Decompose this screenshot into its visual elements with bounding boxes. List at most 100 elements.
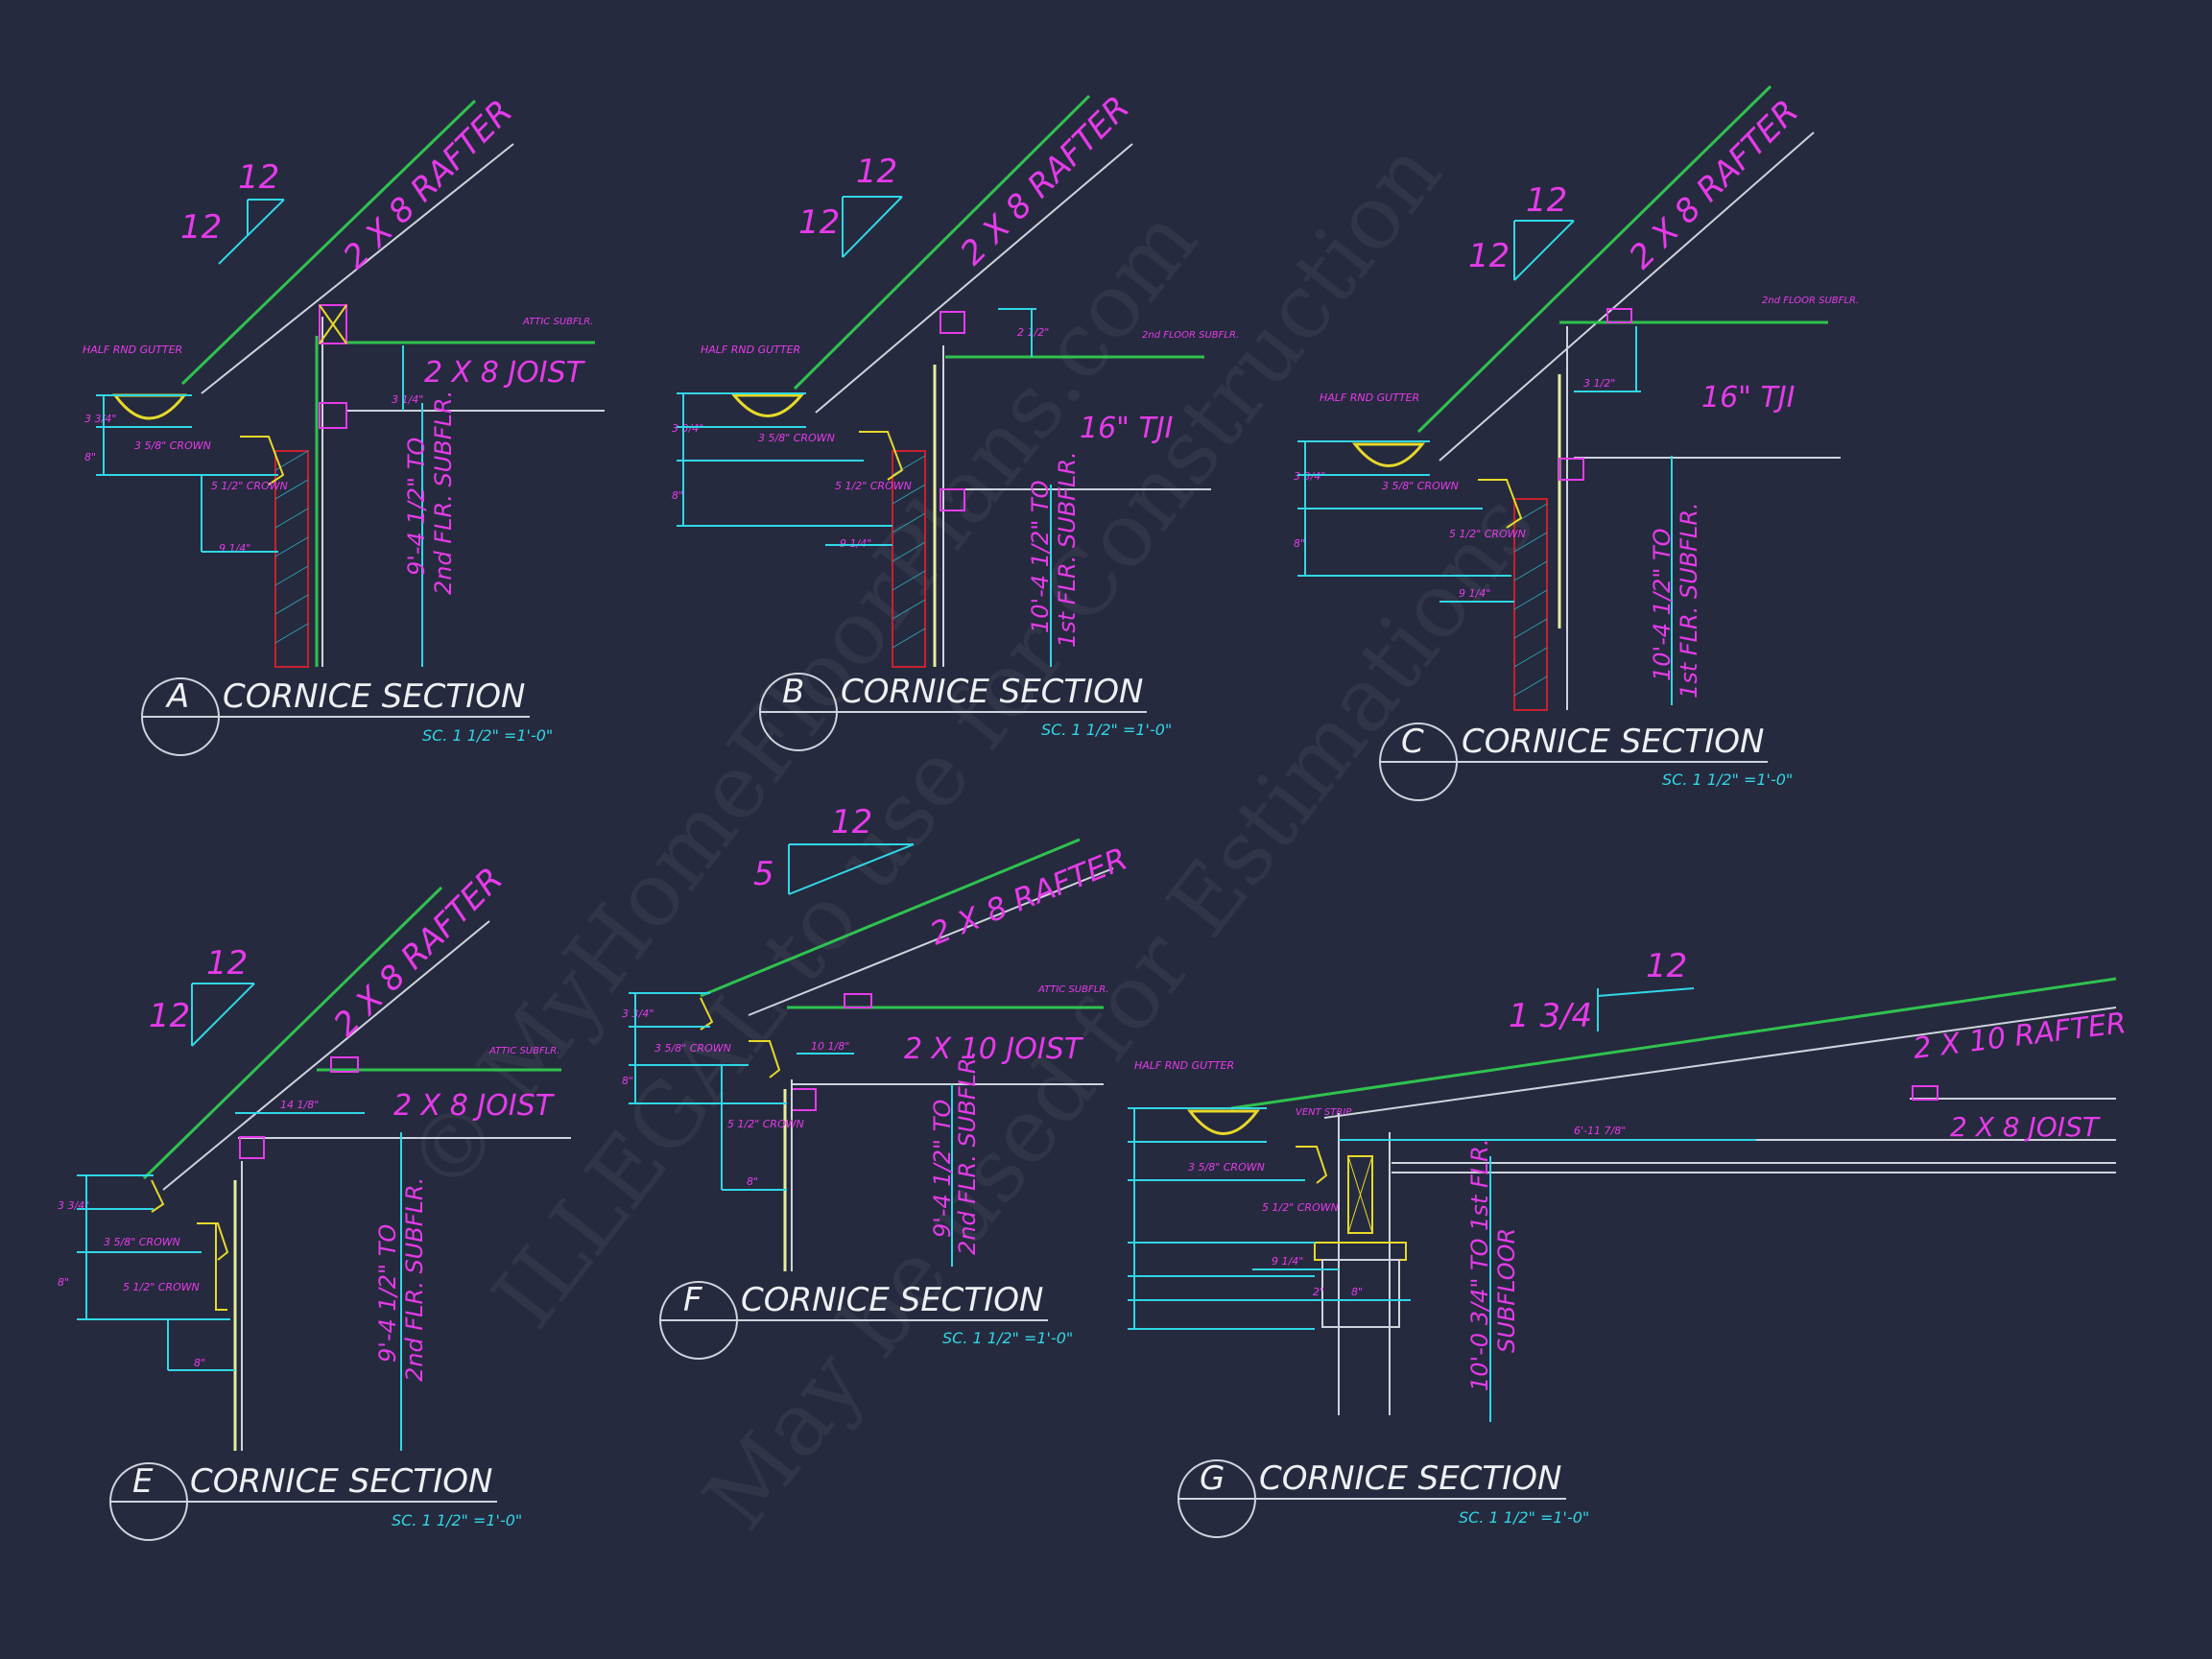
dimension-lines: [96, 345, 404, 553]
dim-c: 8": [84, 451, 96, 463]
pitch-triangle: [788, 843, 915, 895]
section-title: CORNICE SECTION: [841, 673, 1143, 711]
section-title: CORNICE SECTION: [223, 677, 525, 716]
crown-molding-2: [197, 1222, 229, 1261]
height-label-2: SUBFLOOR: [1493, 1228, 1520, 1353]
section-scale: SC. 1 1/2" =1'-0": [422, 726, 553, 745]
joist-label: 2 X 8 JOIST: [424, 356, 586, 390]
dim-d: 3 3/4": [1294, 470, 1325, 483]
section-g: 12 1 3/4 2 X 10 RAFTER 2 X 8 JOIST HALF …: [1128, 947, 2128, 1538]
crown1-label: 3 5/8" CROWN: [654, 1042, 731, 1055]
height-label: 10'-4 1/2" TO: [1027, 480, 1054, 633]
pitch-triangle: [842, 196, 903, 258]
rafter-underside: [815, 143, 1133, 414]
section-letter: C: [1401, 723, 1424, 761]
pitch-rise: 5: [753, 855, 774, 893]
section-letter: A: [165, 677, 189, 716]
height-label-2: 2nd FLR. SUBFLR.: [430, 391, 457, 595]
half-round-gutter: [1351, 442, 1426, 467]
height-label: 9'-4 1/2" TO: [929, 1100, 956, 1238]
attic-label: 2nd FLOOR SUBFLR.: [1762, 296, 1859, 306]
half-round-gutter: [1187, 1109, 1260, 1135]
dim-a: 9 1/4": [1459, 587, 1490, 600]
pitch-run: 12: [856, 153, 897, 191]
dim-b: 10 1/8": [811, 1040, 849, 1053]
half-round-gutter: [112, 393, 188, 420]
pitch-triangle: [1597, 987, 1695, 1031]
pitch-triangle: [1513, 220, 1575, 281]
crown2-label: 5 1/2" CROWN: [727, 1118, 804, 1130]
gutter-label: HALF RND GUTTER: [1134, 1059, 1234, 1072]
height-label-2: 2nd FLR. SUBFLR.: [954, 1051, 981, 1255]
gutter-label: HALF RND GUTTER: [1320, 391, 1419, 404]
crown2-label: 5 1/2" CROWN: [1449, 528, 1526, 540]
section-letter: F: [683, 1281, 702, 1319]
half-round-gutter: [730, 393, 805, 417]
blocking-x: [319, 304, 347, 344]
dimension-lines: [629, 992, 854, 1191]
rafter-line: [1416, 84, 1772, 434]
dim-c: 8": [622, 1075, 633, 1087]
rafter-line: [1230, 977, 2117, 1110]
wall-section: [274, 450, 309, 668]
section-letter: G: [1200, 1459, 1225, 1498]
dimension-lines: [77, 1112, 365, 1371]
pitch-run: 12: [831, 803, 872, 841]
dimension-lines: [677, 308, 1036, 546]
pitch-rise: 12: [798, 203, 840, 242]
joist-label: 2 X 10 JOIST: [904, 1032, 1084, 1066]
rafter-underside: [201, 143, 514, 394]
crown1-label: 3 5/8" CROWN: [134, 439, 211, 452]
beam: [1347, 1155, 1373, 1234]
joist-label: 16" TJI: [1080, 412, 1174, 445]
column-head: [1321, 1259, 1400, 1328]
attic-label: 2nd FLOOR SUBFLR.: [1142, 330, 1239, 341]
section-title: CORNICE SECTION: [1259, 1459, 1561, 1498]
dim-d: 3 3/4": [672, 422, 703, 435]
section-title: CORNICE SECTION: [741, 1281, 1043, 1319]
rafter-underside: [1439, 131, 1815, 462]
blocking: [319, 304, 347, 344]
section-letter: E: [132, 1462, 154, 1501]
height-label: 10'-4 1/2" TO: [1649, 528, 1676, 681]
crown1-label: 3 5/8" CROWN: [104, 1236, 180, 1248]
pitch-run: 12: [1646, 947, 1687, 985]
dim-d: 3 3/4": [58, 1199, 89, 1212]
crown2-label: 5 1/2" CROWN: [835, 480, 912, 492]
rafter-line: [142, 886, 443, 1180]
wall-section: [892, 450, 926, 668]
gutter-label: HALF RND GUTTER: [83, 344, 182, 356]
rafter-line: [700, 838, 1081, 998]
dim-d: 3 3/4": [84, 413, 116, 425]
dim-c: 8": [58, 1276, 69, 1289]
pitch-run: 12: [206, 944, 248, 983]
section-scale: SC. 1 1/2" =1'-0": [942, 1329, 1073, 1347]
wall-hatch: [274, 450, 309, 644]
rafter-line: [793, 94, 1091, 391]
rafter-underside: [162, 920, 490, 1191]
dim-b: 3 1/2": [1583, 377, 1615, 390]
crown1-label: 3 5/8" CROWN: [1188, 1161, 1265, 1173]
attic-label: ATTIC SUBFLR.: [1037, 984, 1108, 995]
dim-b: 2 1/2": [1017, 326, 1049, 339]
gutter-label: HALF RND GUTTER: [701, 344, 800, 356]
height-label: 10'-0 3/4" TO 1st FLR.: [1466, 1139, 1493, 1391]
dim-b: 14 1/8": [280, 1099, 319, 1111]
section-scale: SC. 1 1/2" =1'-0": [392, 1511, 522, 1529]
blocking: [844, 993, 872, 1008]
attic-label: ATTIC SUBFLR.: [522, 317, 593, 327]
pitch-run: 12: [238, 158, 279, 197]
crown-molding: [859, 431, 904, 481]
dim-b: 3 1/4": [392, 393, 423, 406]
dim-d: 2": [1313, 1286, 1324, 1298]
dimension-lines: [1128, 1107, 1756, 1330]
section-letter: B: [782, 673, 804, 711]
dim-a: 9 1/4": [219, 542, 250, 555]
wall-hatch: [892, 455, 926, 649]
pitch-rise: 12: [180, 208, 222, 247]
crown2-label: 5 1/2" CROWN: [1262, 1201, 1339, 1214]
height-label: 9'-4 1/2" TO: [403, 438, 430, 576]
dimension-lines: [1297, 326, 1641, 603]
